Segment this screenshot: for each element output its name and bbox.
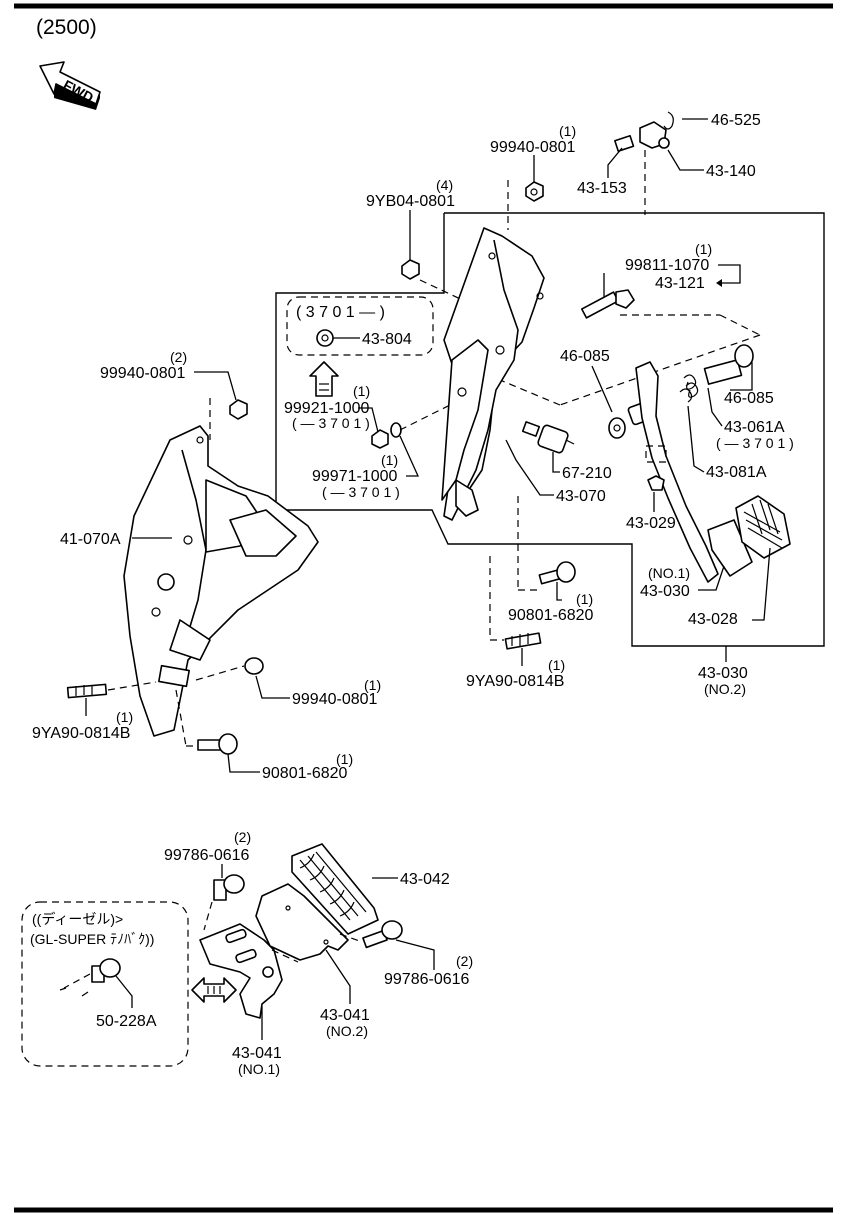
qty-9ya90-left: (1)	[116, 709, 133, 725]
label-43-140: 43-140	[706, 163, 756, 180]
label-43-030-no2: 43-030	[698, 665, 748, 682]
nut-99921-1000	[371, 429, 389, 449]
clevis-pin-group	[607, 111, 708, 215]
tag-43-030-no1: (NO.1)	[648, 565, 690, 581]
qty-99921: (1)	[353, 383, 370, 399]
nut-99940-left	[229, 399, 248, 420]
tag-43-041-no2: (NO.2)	[326, 1023, 368, 1039]
qty-99940-top: (1)	[559, 123, 576, 139]
label-43-153: 43-153	[577, 180, 627, 197]
label-99786-a: 99786-0616	[164, 847, 250, 864]
label-43-041-no2: 43-041	[320, 1007, 370, 1024]
qty-99940-low: (1)	[364, 677, 381, 693]
label-46-085-b: 46-085	[724, 390, 774, 407]
label-41-070a: 41-070A	[60, 531, 121, 548]
label-43-061a: 43-061A	[724, 419, 785, 436]
stud-9ya90-left	[66, 683, 108, 699]
label-99811: 99811-1070	[625, 257, 709, 274]
label-90801-mid: 90801-6820	[508, 607, 594, 624]
qty-99786-a: (2)	[234, 829, 251, 845]
label-99940-left: 99940-0801	[100, 365, 186, 382]
pedal-pad-43-041-no2	[255, 883, 349, 961]
label-9yb04: 9YB04-0801	[366, 193, 455, 210]
diesel-variant-box	[21, 901, 189, 1067]
qty-99940-left: (2)	[170, 349, 187, 365]
bushing-46-085-b	[734, 344, 754, 368]
nut-43-804	[316, 329, 334, 347]
tag-43-030-no2: (NO.2)	[704, 681, 746, 697]
label-43-029: 43-029	[626, 515, 676, 532]
label-50-228a: 50-228A	[96, 1013, 157, 1030]
label-67-210: 67-210	[562, 465, 612, 482]
label-43-042: 43-042	[400, 871, 450, 888]
range-box-3701	[286, 296, 434, 356]
stopper-50-228a	[59, 958, 121, 997]
pedal-pad-43-028	[735, 495, 791, 559]
label-90801-low: 90801-6820	[262, 765, 348, 782]
note-99921: ( — 3 7 0 1 )	[292, 415, 370, 431]
note-43-061a: ( — 3 7 0 1 )	[716, 435, 794, 451]
spring-43-081a	[679, 374, 699, 403]
pedal-bracket-43-070	[441, 227, 545, 521]
nut-99940-top	[525, 181, 544, 202]
stud-9ya90-mid	[504, 632, 542, 650]
label-46-525: 46-525	[711, 112, 761, 129]
label-99971: 99971-1000	[312, 468, 398, 485]
bushing-46-085-a	[608, 417, 626, 439]
pedal-pad-mount	[707, 519, 753, 577]
washer-99971-1000	[390, 422, 402, 438]
qty-9ya90-mid: (1)	[548, 657, 565, 673]
label-9ya90-left: 9YA90-0814B	[32, 725, 130, 742]
diesel-note-line2: (GL-SUPER ﾃﾉﾊﾞｸ))	[30, 931, 154, 947]
label-99786-b: 99786-0616	[384, 971, 470, 988]
qty-9yb04: (4)	[436, 177, 453, 193]
label-99921: 99921-1000	[284, 400, 370, 417]
bolt-99786-0616-a	[213, 874, 245, 901]
pedal-arm-43-030	[635, 361, 753, 583]
qty-99811: (1)	[695, 241, 712, 257]
qty-90801-mid: (1)	[576, 591, 593, 607]
pedal-bracket-41-070a	[123, 425, 319, 737]
label-43-028: 43-028	[688, 611, 738, 628]
note-99971: ( — 3 7 0 1 )	[322, 484, 400, 500]
label-43-121: 43-121	[655, 275, 705, 292]
interchange-arrow-icon	[191, 977, 237, 1003]
label-43-081a: 43-081A	[706, 464, 767, 481]
bolt-90801-6820-mid	[538, 561, 576, 585]
label-99940-low: 99940-0801	[292, 691, 378, 708]
spring-seat-43-061a	[703, 359, 743, 385]
tag-43-041-no1: (NO.1)	[238, 1061, 280, 1077]
qty-90801-low: (1)	[336, 751, 353, 767]
clutch-pedal-box	[275, 212, 825, 647]
pedal-arm-43-041-no1	[199, 923, 283, 1019]
label-43-030-no1: 43-030	[640, 583, 690, 600]
bolt-99786-0616-b	[362, 920, 403, 949]
nut-99940-low	[244, 657, 264, 675]
label-43-070: 43-070	[556, 488, 606, 505]
bolt-43-153	[614, 134, 635, 152]
nut-9yb04	[401, 259, 420, 280]
pedal-pad-43-042	[291, 843, 379, 935]
diesel-note-line1: ((ディーゼル)>	[32, 911, 123, 927]
label-9ya90-mid: 9YA90-0814B	[466, 673, 564, 690]
range-box-label: ( 3 7 0 1 — )	[296, 304, 385, 321]
qty-99786-b: (2)	[456, 953, 473, 969]
label-43-041-no1: 43-041	[232, 1045, 282, 1062]
label-43-804: 43-804	[362, 331, 412, 348]
bolt-90801-6820-low	[197, 733, 238, 755]
stopper-43-029	[647, 475, 665, 491]
superseded-arrow-icon	[309, 361, 339, 397]
bolt-99811-1070	[580, 289, 635, 319]
switch-67-210	[521, 421, 575, 454]
qty-99971: (1)	[381, 452, 398, 468]
snap-pin-46-525	[663, 111, 674, 130]
label-46-085-a: 46-085	[560, 348, 610, 365]
fwd-arrow-icon: FWD	[39, 61, 101, 110]
section-title: (2500)	[36, 16, 97, 39]
label-99940-top: 99940-0801	[490, 139, 576, 156]
